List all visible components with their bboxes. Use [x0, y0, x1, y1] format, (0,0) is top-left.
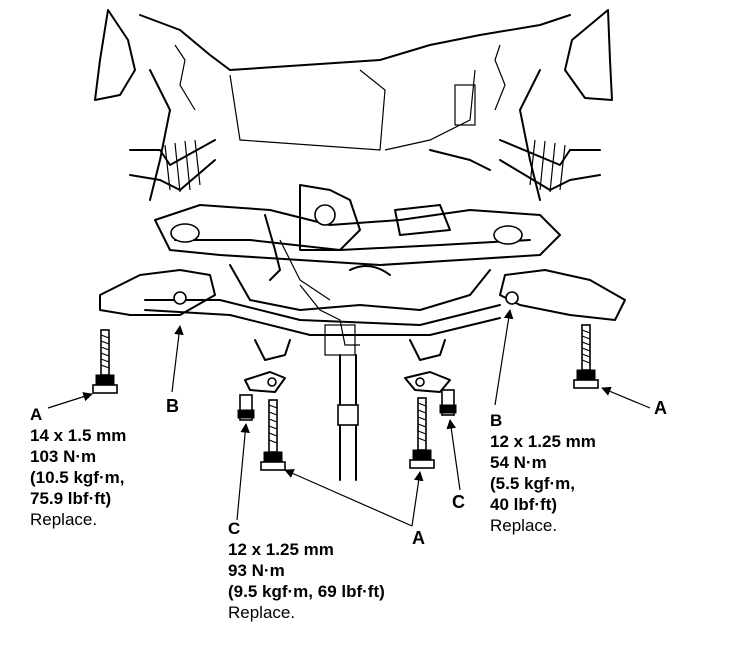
callout-a-left: A 14 x 1.5 mm 103 N·m (10.5 kgf·m, 75.9 …	[30, 404, 126, 530]
arrow-a-right	[601, 386, 651, 409]
callout-c-bottom-note: Replace.	[228, 603, 296, 622]
bolt-a-center-left	[260, 399, 286, 471]
callout-c-bottom-letter: C	[228, 519, 241, 538]
callout-b-right-torque: 54 N·m	[490, 453, 547, 472]
callout-b-right-size: 12 x 1.25 mm	[490, 432, 596, 451]
callout-c-bottom-size: 12 x 1.25 mm	[228, 540, 334, 559]
arrow-a-left	[47, 392, 93, 409]
subframe	[144, 184, 561, 361]
bracket-right	[404, 371, 451, 393]
callout-a-left-lbf: 75.9 lbf·ft)	[30, 489, 112, 508]
callout-c-bottom: C 12 x 1.25 mm 93 N·m (9.5 kgf·m, 69 lbf…	[228, 518, 385, 623]
callout-a-bottom-letter: A	[412, 528, 425, 548]
arrow-a-bottom-left	[284, 469, 413, 527]
callout-b-right-note: Replace.	[490, 516, 558, 535]
bolt-a-right	[573, 324, 599, 389]
steering-shaft	[337, 354, 359, 481]
callout-c-bottom-torque: 93 N·m	[228, 561, 285, 580]
bolt-c-left	[237, 394, 255, 421]
callout-c-right-letter: C	[452, 492, 465, 512]
lower-control-arms	[99, 269, 626, 321]
callout-b-right-kgf: (5.5 kgf·m,	[490, 474, 576, 493]
bolt-a-center-right	[409, 397, 435, 469]
callout-a-left-torque: 103 N·m	[30, 447, 97, 466]
callout-a-left-note: Replace.	[30, 510, 98, 529]
callout-a-right-letter: A	[654, 398, 667, 418]
leader-arrows	[47, 309, 651, 527]
vehicle-body-outline	[94, 9, 613, 201]
bracket-left	[244, 371, 286, 393]
callout-c-bottom-units: (9.5 kgf·m, 69 lbf·ft)	[228, 582, 385, 601]
bolt-a-left	[92, 329, 118, 394]
arrow-b-right	[494, 309, 514, 406]
callout-a-left-kgf: (10.5 kgf·m,	[30, 468, 125, 487]
arrow-c-right	[446, 419, 461, 491]
callout-a-left-size: 14 x 1.5 mm	[30, 426, 127, 445]
callout-b-right-letter: B	[490, 411, 503, 430]
bolt-c-right	[439, 389, 457, 416]
callout-b-left-letter: B	[166, 396, 179, 416]
callout-b-right: B 12 x 1.25 mm 54 N·m (5.5 kgf·m, 40 lbf…	[490, 410, 596, 536]
drive-shafts	[129, 139, 601, 193]
arrow-a-bottom-right	[411, 471, 424, 527]
callout-a-left-letter: A	[30, 405, 43, 424]
arrow-b-left	[171, 325, 184, 393]
callout-b-right-lbf: 40 lbf·ft)	[490, 495, 558, 514]
arrow-c-left	[236, 423, 250, 521]
